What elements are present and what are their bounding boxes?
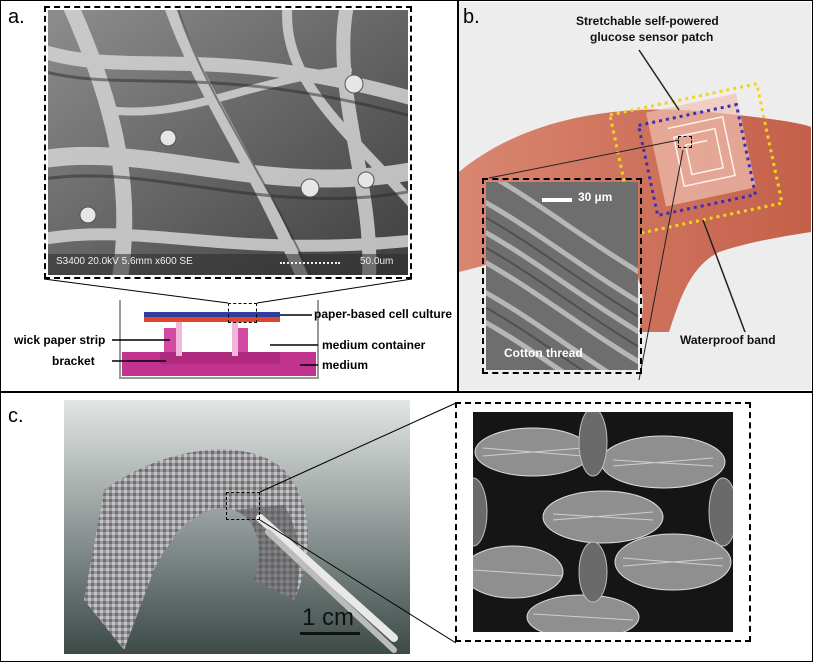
panel-a-connector-lines (43, 278, 413, 304)
patch-label-line1: Stretchable self-powered (576, 14, 719, 28)
inset-caption: Cotton thread (504, 346, 583, 360)
band-label: Waterproof band (680, 333, 776, 347)
panel-c-connector-lines (259, 402, 457, 644)
sem-fiber-texture (48, 10, 408, 275)
fabric-zoom-box (226, 492, 260, 520)
panel-a-frame (0, 0, 459, 393)
inset-scale-text: 30 µm (578, 190, 613, 204)
woven-sem-image (473, 412, 733, 632)
thread-texture (486, 182, 638, 370)
panel-b-label: b. (463, 6, 480, 28)
panel-a-label: a. (8, 6, 25, 28)
label-wick-strip: wick paper strip (14, 333, 106, 347)
sem-scale-bar (280, 262, 340, 264)
fabric-illustration (64, 400, 410, 654)
woven-texture (473, 412, 733, 632)
patch-label-line2: glucose sensor patch (590, 30, 714, 44)
fabric-scale-text: 1 cm (302, 604, 355, 631)
culture-diagram (112, 300, 319, 379)
diagram-zoom-box (228, 303, 257, 323)
panel-c-label: c. (8, 405, 24, 427)
cotton-thread-inset: 30 µm Cotton thread (486, 182, 638, 370)
cotton-inset-frame (482, 178, 642, 374)
label-paper-culture: paper-based cell culture (314, 307, 453, 321)
red-layer (144, 317, 280, 322)
label-medium: medium (322, 358, 369, 372)
panel-a-sem-frame (44, 6, 412, 279)
label-container: medium container (322, 338, 426, 352)
sem-scale-text: 50.0um (360, 256, 394, 267)
woven-sem-frame (455, 402, 751, 642)
fabric-photo: 1 cm (64, 400, 410, 654)
blue-layer (144, 312, 280, 317)
panel-a-sem-image: S3400 20.0kV 5.6mm x600 SE 50.0um (48, 10, 408, 275)
sem-info-text: S3400 20.0kV 5.6mm x600 SE (56, 256, 193, 267)
patch-zoom-box (678, 136, 692, 148)
label-bracket: bracket (52, 354, 95, 368)
